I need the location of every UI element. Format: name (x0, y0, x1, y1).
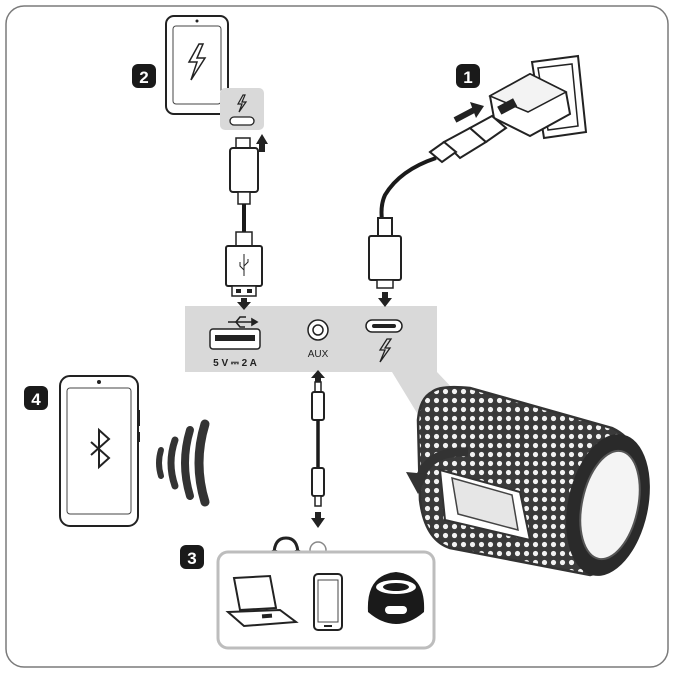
step-3-badge: 3 (180, 545, 204, 569)
wireless-signal-icon (156, 419, 210, 507)
lightning-icon (187, 43, 207, 81)
headphones-icon (272, 536, 300, 556)
bluetooth-icon (90, 427, 111, 470)
usb-icon (228, 316, 259, 328)
step-4-badge: 4 (24, 386, 48, 410)
usb-icon (239, 254, 249, 276)
aux-label: AUX (308, 349, 329, 360)
aux-cable (311, 381, 325, 507)
usb-a-plug-speaker (225, 231, 263, 297)
usb-a-port: 5 V ⎓ 2 A (209, 316, 261, 369)
step-2-badge: 2 (132, 64, 156, 88)
plug-in-arrow-icon (453, 107, 476, 123)
usb-c-port (365, 319, 403, 363)
down-arrow-icon (311, 512, 325, 528)
usb-rating-label: 5 V ⎓ 2 A (213, 358, 257, 369)
up-arrow-icon (256, 134, 268, 152)
lightning-icon (236, 94, 248, 113)
svg-text:1: 1 (463, 68, 472, 87)
svg-text:4: 4 (31, 390, 41, 409)
bluetooth-phone (59, 375, 140, 527)
usb-c-plug (368, 217, 402, 289)
charging-phone (165, 15, 264, 130)
aux-port: AUX (307, 319, 329, 360)
speaker-illustration (392, 372, 650, 577)
step-1-badge: 1 (456, 64, 480, 88)
laptop-icon (225, 574, 299, 628)
down-arrow-icon (237, 298, 251, 310)
smart-speaker-icon (367, 572, 425, 624)
up-arrow-icon (311, 370, 325, 382)
svg-text:3: 3 (187, 549, 196, 568)
wall-charger (488, 54, 588, 140)
usb-c-plug-phone (229, 137, 259, 205)
usb-a-plug-charger (428, 114, 508, 164)
smartphone-icon (313, 573, 343, 631)
svg-text:2: 2 (139, 68, 148, 87)
lightning-icon (378, 338, 393, 363)
down-arrow-icon (378, 292, 392, 307)
